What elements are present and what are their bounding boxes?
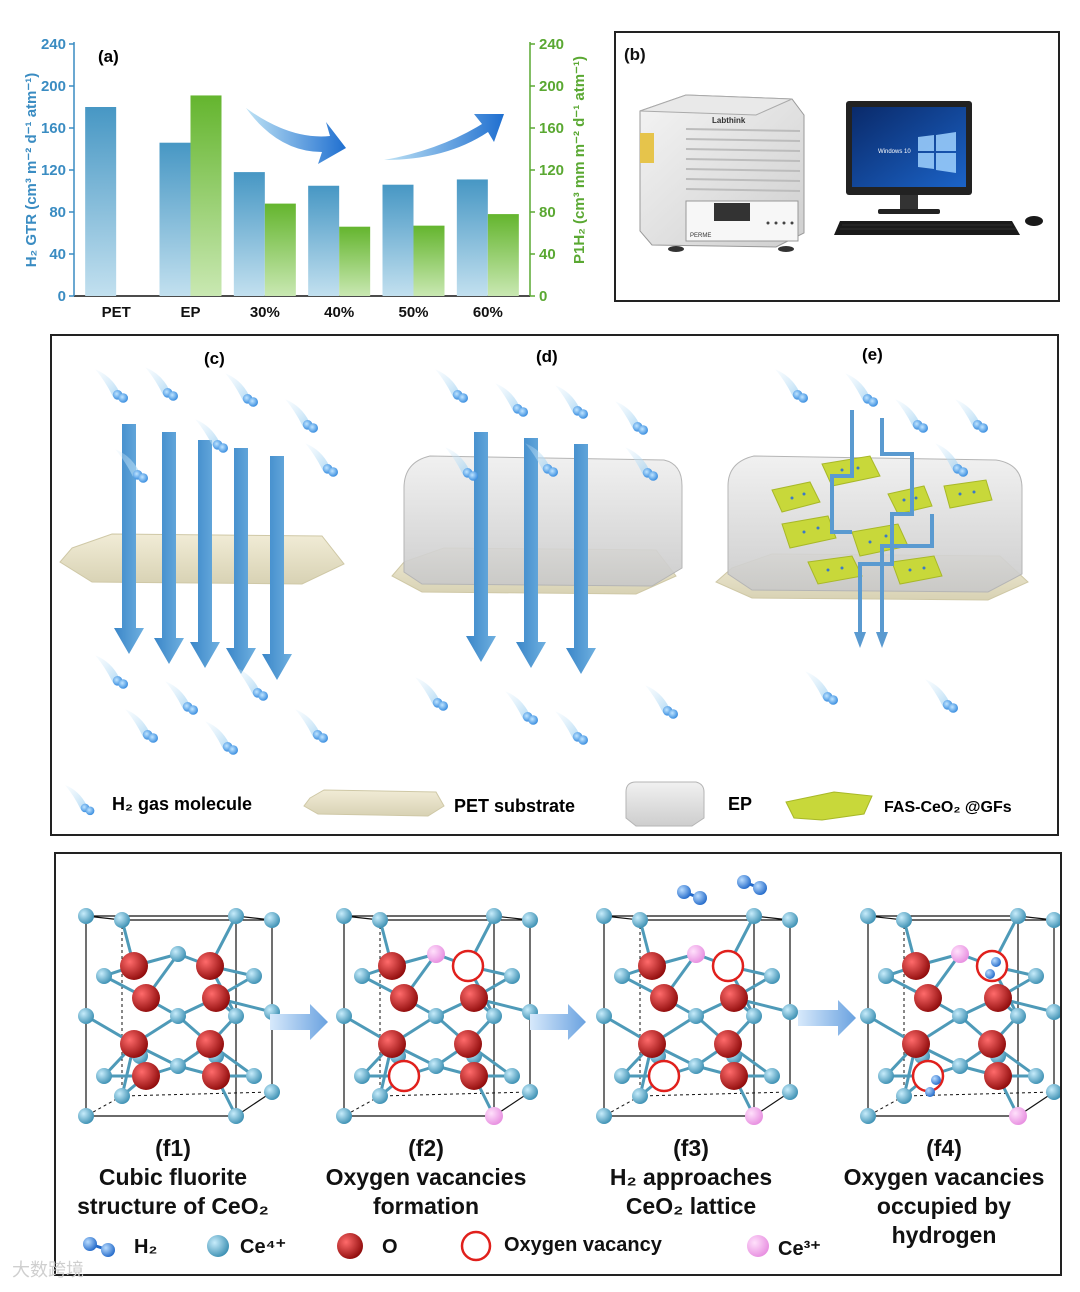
right-tick-label: 80: [539, 204, 556, 221]
pet-only-scheme: [59, 367, 345, 755]
left-axis-label: H₂ GTR (cm³ m⁻² d⁻¹ atm⁻¹): [23, 73, 40, 268]
up-trend-arrow: [384, 114, 504, 160]
watermark-text: 大数跨境: [12, 1260, 84, 1281]
left-tick-label: 80: [49, 204, 66, 221]
ceo2-lattice-schematic: [78, 875, 1060, 1125]
h2-molecule-icon: [64, 784, 95, 816]
permeability-bar: [190, 95, 222, 296]
step-caption-f3: (f3) H₂ approaches CeO₂ lattice: [571, 1134, 811, 1221]
legend-ce3: Ce³⁺: [778, 1238, 821, 1260]
panel-c-label: (c): [204, 349, 225, 368]
permeability-tester: Labthink PERME Windows 10: [639, 94, 1043, 252]
step-text-line1: Oxygen vacancies: [843, 1164, 1045, 1190]
down-trend-arrow: [246, 108, 346, 164]
category-label: 40%: [324, 304, 354, 321]
right-tick-label: 40: [539, 246, 556, 263]
step-text-line1: Oxygen vacancies: [325, 1164, 527, 1190]
lattice-f2: [336, 908, 538, 1125]
step-label: (f1): [155, 1135, 191, 1161]
lattice-f1: [78, 908, 280, 1124]
pet-ep-fas-scheme: [715, 369, 1029, 713]
left-tick-label: 40: [49, 246, 66, 263]
left-tick-label: 0: [58, 288, 66, 305]
legend-o: O: [382, 1236, 398, 1258]
right-axis-label: P1H₂ (cm³ mm m⁻² d⁻¹ atm⁻¹): [571, 56, 588, 264]
step-text-line3: hydrogen: [891, 1222, 997, 1248]
permeation-schematic: (c) (d) (e): [59, 345, 1029, 827]
h2-legend-icon: [83, 1237, 115, 1257]
legend-fas-ceo2: FAS-CeO₂ @GFs: [884, 799, 1012, 816]
legend-h2: H₂: [134, 1236, 158, 1258]
step-text-line1: Cubic fluorite: [98, 1164, 248, 1190]
right-tick-label: 0: [539, 288, 547, 305]
legend-pet-substrate: PET substrate: [454, 796, 575, 816]
gtr-bar: [233, 172, 265, 296]
panel-cde: (c) (d) (e): [50, 334, 1059, 836]
step-label: (f3): [673, 1135, 709, 1161]
permeability-bar: [264, 203, 296, 296]
legend-ce4: Ce⁴⁺: [240, 1236, 287, 1258]
step-label: (f2): [408, 1135, 444, 1161]
ep-icon: [625, 781, 705, 827]
panel-f: (f1) Cubic fluorite structure of CeO₂ (f…: [54, 852, 1062, 1276]
step-arrow-1: [270, 1004, 328, 1040]
left-tick-label: 160: [41, 120, 66, 137]
left-tick-label: 200: [41, 78, 66, 95]
category-label: EP: [180, 304, 200, 321]
gtr-bar: [456, 179, 488, 296]
instrument-model: PERME: [690, 233, 711, 239]
lattice-f4: [860, 908, 1060, 1125]
step-arrow-2: [530, 1004, 586, 1040]
panel-a-label: (a): [98, 47, 119, 66]
instrument-brand: Labthink: [712, 116, 746, 125]
permeability-bar: [413, 225, 445, 296]
gtr-bar: [308, 185, 340, 296]
step-caption-f4: (f4) Oxygen vacancies occupied by hydrog…: [824, 1134, 1064, 1250]
oxygen-vacancy-legend-icon: [460, 1230, 492, 1262]
gtr-bar: [85, 107, 117, 296]
step-label: (f4): [926, 1135, 962, 1161]
right-tick-label: 200: [539, 78, 564, 95]
permeability-bar: [339, 226, 371, 296]
left-tick-label: 120: [41, 162, 66, 179]
panel-e-label: (e): [862, 345, 883, 364]
category-label: 30%: [250, 304, 280, 321]
panel-a-chart: (a) 0 0 40 40 80 80 120 120 160 160 200 200 240 240PE…: [23, 36, 588, 321]
panel-b: (b) Labthink PERME: [614, 31, 1060, 302]
monitor-screen-text: Windows 10: [878, 149, 911, 155]
panel-b-label: (b): [624, 45, 646, 64]
step-text-line1: H₂ approaches: [609, 1164, 773, 1190]
lattice-legend-icons: [83, 1230, 769, 1262]
left-tick-label: 240: [41, 36, 66, 53]
step-text-line2: occupied by: [876, 1193, 1012, 1219]
step-arrow-3: [798, 1000, 856, 1036]
fas-ceo2-icon: [785, 791, 873, 821]
panel-d-label: (d): [536, 347, 558, 366]
category-label: 50%: [398, 304, 428, 321]
step-text-line2: formation: [372, 1193, 480, 1219]
gtr-bar: [382, 184, 414, 296]
right-tick-label: 240: [539, 36, 564, 53]
right-tick-label: 120: [539, 162, 564, 179]
right-tick-label: 160: [539, 120, 564, 137]
pet-ep-scheme: [391, 369, 683, 745]
step-caption-f1: (f1) Cubic fluorite structure of CeO₂: [53, 1134, 293, 1221]
step-text-line2: structure of CeO₂: [77, 1193, 269, 1219]
permeability-bar: [487, 214, 519, 296]
category-label: PET: [102, 304, 131, 321]
step-caption-f2: (f2) Oxygen vacancies formation: [306, 1134, 546, 1221]
ce3-legend-icon: [747, 1235, 769, 1257]
ce4-legend-icon: [207, 1235, 229, 1257]
lattice-f3: [596, 875, 798, 1125]
step-text-line2: CeO₂ lattice: [625, 1193, 757, 1219]
legend-ep: EP: [728, 794, 752, 814]
o-legend-icon: [337, 1233, 363, 1259]
pet-substrate-icon: [303, 789, 445, 817]
legend-oxygen-vacancy: Oxygen vacancy: [504, 1234, 662, 1256]
gtr-bar: [159, 142, 191, 296]
legend-h2-gas: H₂ gas molecule: [112, 794, 252, 814]
category-label: 60%: [473, 304, 503, 321]
